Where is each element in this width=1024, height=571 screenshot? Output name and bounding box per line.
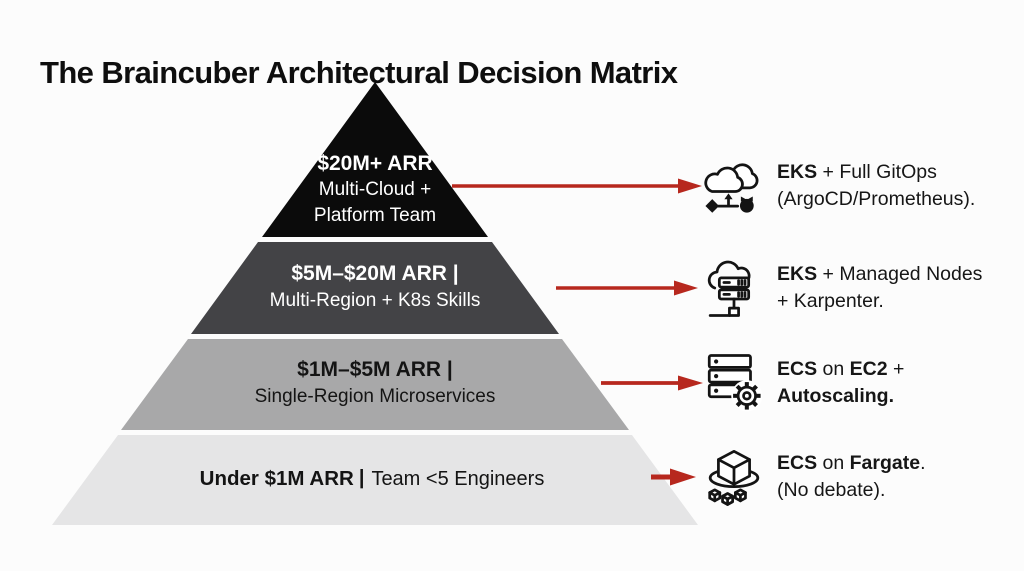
recommendation-row-ecs-ec2: ECS on EC2 + Autoscaling. xyxy=(700,347,1020,419)
tier-20m-arr: $20M+ ARR xyxy=(317,152,433,175)
tier-20m-label: $20M+ ARR Multi-Cloud + Platform Team xyxy=(314,151,436,229)
recommendation-row-ecs-fargate: ECS on Fargate. (No debate). xyxy=(700,441,1020,513)
tier-1m-5m-label: $1M–$5M ARR | Single-Region Microservice… xyxy=(255,356,496,410)
rec1-gitops: + Full GitOps xyxy=(817,161,937,183)
recommendation-row-eks-karpenter: EKS + Managed Nodes + Karpenter. xyxy=(700,252,1020,324)
tier-1m-5m-line2: Single-Region Microservices xyxy=(254,386,496,407)
recommendation-row-eks-gitops: EKS + Full GitOps (ArgoCD/Prometheus). xyxy=(700,150,1020,222)
recommendation-text: ECS on Fargate. (No debate). xyxy=(777,450,926,504)
arrow-tier4 xyxy=(651,468,696,486)
arrow-tier1 xyxy=(452,178,702,194)
page-title: The Braincuber Architectural Decision Ma… xyxy=(40,54,678,90)
rec2-karpenter: + Karpenter. xyxy=(777,290,884,312)
rec3-ec2: EC2 xyxy=(849,358,888,380)
recommendation-text: EKS + Full GitOps (ArgoCD/Prometheus). xyxy=(777,159,975,213)
tier-5m-20m-shape xyxy=(191,242,559,334)
rec3-ecs: ECS xyxy=(777,358,818,380)
recommendation-text: EKS + Managed Nodes + Karpenter. xyxy=(777,261,982,315)
cloud-managed-nodes-icon xyxy=(700,254,768,322)
arrow-tier2 xyxy=(556,280,698,296)
tier-under-1m-separator: | xyxy=(358,467,365,489)
tier-under-1m-label: Under $1M ARR| Team <5 Engineers xyxy=(200,466,545,492)
rec4-no-debate: (No debate). xyxy=(777,479,886,501)
tier-20m-line2: Multi-Cloud + xyxy=(318,179,432,200)
multi-cloud-gitops-icon xyxy=(700,152,768,220)
cube-containers-icon xyxy=(700,443,768,511)
recommendation-text: ECS on EC2 + Autoscaling. xyxy=(777,356,904,410)
tier-20m-line3: Platform Team xyxy=(313,205,437,226)
tier-1m-5m-shape xyxy=(121,339,629,430)
rec4-on: on xyxy=(817,452,850,474)
rec2-eks: EKS xyxy=(777,263,818,285)
rec3-on: on xyxy=(817,358,850,380)
tier-5m-20m-arr: $5M–$20M ARR | xyxy=(291,262,459,285)
tier-1m-5m-arr: $1M–$5M ARR | xyxy=(297,358,453,381)
rec4-ecs: ECS xyxy=(777,452,818,474)
rec3-autoscaling: Autoscaling. xyxy=(777,385,895,407)
server-stack-gear-icon xyxy=(700,349,768,417)
tier-under-1m-shape xyxy=(52,435,698,525)
rec3-plus: + xyxy=(887,358,905,380)
arrow-tier3 xyxy=(601,375,703,391)
tier-20m-shape xyxy=(262,82,488,237)
rec1-argocd: (ArgoCD/Prometheus). xyxy=(777,188,976,210)
tier-5m-20m-line2: Multi-Region + K8s Skills xyxy=(269,290,481,311)
rec2-nodes: + Managed Nodes xyxy=(817,263,983,285)
tier-5m-20m-label: $5M–$20M ARR | Multi-Region + K8s Skills xyxy=(270,260,481,314)
rec4-period: . xyxy=(920,452,926,474)
rec4-fargate: Fargate xyxy=(849,452,921,474)
tier-under-1m-arr: Under $1M ARR xyxy=(199,467,354,490)
rec1-eks: EKS xyxy=(777,161,818,183)
tier-under-1m-team: Team <5 Engineers xyxy=(371,468,545,490)
